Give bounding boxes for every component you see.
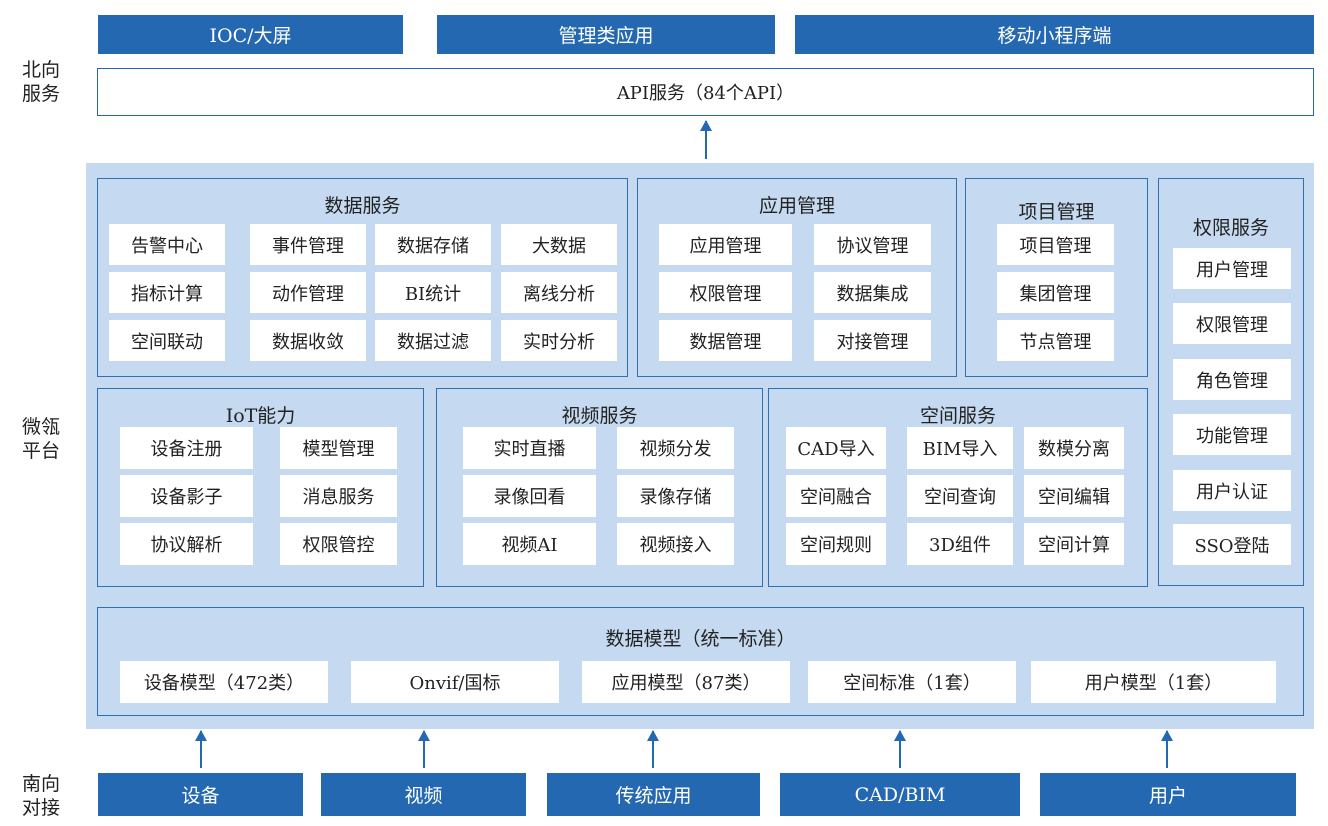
auth-service-item: 用户认证 [1173,470,1291,511]
data-service-item: 数据存储 [375,224,491,265]
data-service-item: 实时分析 [501,320,617,361]
iot-item: 协议解析 [120,523,253,565]
spatial-item: 空间计算 [1024,523,1124,565]
data-model-item: 空间标准（1套） [808,661,1016,703]
iot-item: 设备影子 [120,475,253,517]
source-video: 视频 [321,773,526,816]
auth-service-item: 角色管理 [1173,359,1291,400]
spatial-item: CAD导入 [786,427,886,469]
north-label-line1: 北向 [22,59,61,81]
video-item: 实时直播 [463,427,596,469]
south-label-line1: 南向 [22,773,61,795]
project-mgmt-item: 节点管理 [997,320,1114,361]
project-mgmt-item: 集团管理 [997,272,1114,313]
panel-title-app-management: 应用管理 [758,195,835,217]
panel-app-management: 应用管理 应用管理 协议管理 权限管理 数据集成 数据管理 对接管理 [637,178,957,377]
data-model-item: Onvif/国标 [351,661,559,703]
video-item: 录像回看 [463,475,596,517]
south-label-line2: 对接 [22,797,61,819]
spatial-item: 空间融合 [786,475,886,517]
data-service-item: 动作管理 [250,272,366,313]
app-mgmt-item: 数据集成 [814,272,931,313]
video-item: 视频分发 [617,427,734,469]
panel-project-management: 项目管理 项目管理 集团管理 节点管理 [965,178,1148,377]
source-legacy-app: 传统应用 [547,773,760,816]
app-mgmt-item: 协议管理 [814,224,931,265]
data-service-item: 空间联动 [109,320,225,361]
south-label: 南向 对接 [22,772,60,820]
source-user: 用户 [1040,773,1296,816]
panel-title-spatial-service: 空间服务 [919,405,996,427]
panel-title-video-service: 视频服务 [561,405,638,427]
auth-service-item: 功能管理 [1173,414,1291,455]
spatial-item: 空间规则 [786,523,886,565]
arrow-up-user [1161,730,1173,768]
data-service-item: 离线分析 [501,272,617,313]
app-mgmt-item: 数据管理 [659,320,792,361]
spatial-item: 数模分离 [1024,427,1124,469]
platform-label-line2: 平台 [22,440,61,462]
panel-video-service: 视频服务 实时直播 视频分发 录像回看 录像存储 视频AI 视频接入 [436,388,763,587]
panel-title-data-service: 数据服务 [324,195,401,217]
platform-label: 微瓴 平台 [22,415,60,463]
arrow-up-device [195,730,207,768]
spatial-item: BIM导入 [907,427,1013,469]
video-item: 录像存储 [617,475,734,517]
spatial-item: 3D组件 [907,523,1013,565]
data-service-item: 大数据 [501,224,617,265]
iot-item: 权限管控 [280,523,397,565]
data-service-item: BI统计 [375,272,491,313]
data-service-item: 数据过滤 [375,320,491,361]
data-model-item: 用户模型（1套） [1031,661,1276,703]
north-label: 北向 服务 [22,58,60,106]
app-mgmt-item: 权限管理 [659,272,792,313]
data-service-item: 指标计算 [109,272,225,313]
arrow-up-api [700,120,712,159]
panel-title-auth-service: 权限服务 [1192,217,1269,239]
north-label-line2: 服务 [22,83,61,105]
app-mgmt-item: 对接管理 [814,320,931,361]
panel-title-project-management: 项目管理 [1018,201,1095,223]
panel-data-model: 数据模型（统一标准） 设备模型（472类） Onvif/国标 应用模型（87类）… [97,607,1304,716]
data-service-item: 告警中心 [109,224,225,265]
arrow-up-legacy-app [647,730,659,768]
source-cad-bim: CAD/BIM [780,773,1020,816]
api-service-bar: API服务（84个API） [97,68,1314,116]
video-item: 视频接入 [617,523,734,565]
app-mgmt-item: 应用管理 [659,224,792,265]
data-service-item: 数据收敛 [250,320,366,361]
source-device: 设备 [98,773,303,816]
panel-spatial-service: 空间服务 CAD导入 BIM导入 数模分离 空间融合 空间查询 空间编辑 空间规… [768,388,1148,587]
panel-auth-service: 权限服务 用户管理 权限管理 角色管理 功能管理 用户认证 SSO登陆 [1158,178,1304,586]
spatial-item: 空间查询 [907,475,1013,517]
data-model-item: 设备模型（472类） [120,661,328,703]
auth-service-item: SSO登陆 [1173,524,1291,565]
arrow-up-cad-bim [894,730,906,768]
app-management: 管理类应用 [437,15,775,54]
iot-item: 消息服务 [280,475,397,517]
platform-label-line1: 微瓴 [22,416,61,438]
app-ioc-screen: IOC/大屏 [98,15,403,54]
auth-service-item: 权限管理 [1173,303,1291,344]
auth-service-item: 用户管理 [1173,248,1291,289]
video-item: 视频AI [463,523,596,565]
iot-item: 模型管理 [280,427,397,469]
panel-iot: IoT能力 设备注册 模型管理 设备影子 消息服务 协议解析 权限管控 [97,388,424,587]
spatial-item: 空间编辑 [1024,475,1124,517]
data-model-item: 应用模型（87类） [582,661,790,703]
app-mobile-miniprogram: 移动小程序端 [795,15,1314,54]
panel-title-data-model: 数据模型（统一标准） [605,628,796,650]
data-service-item: 事件管理 [250,224,366,265]
arrow-up-video [418,730,430,768]
panel-title-iot: IoT能力 [225,405,296,427]
panel-data-service: 数据服务 告警中心 事件管理 数据存储 大数据 指标计算 动作管理 BI统计 离… [97,178,628,377]
iot-item: 设备注册 [120,427,253,469]
project-mgmt-item: 项目管理 [997,224,1114,265]
